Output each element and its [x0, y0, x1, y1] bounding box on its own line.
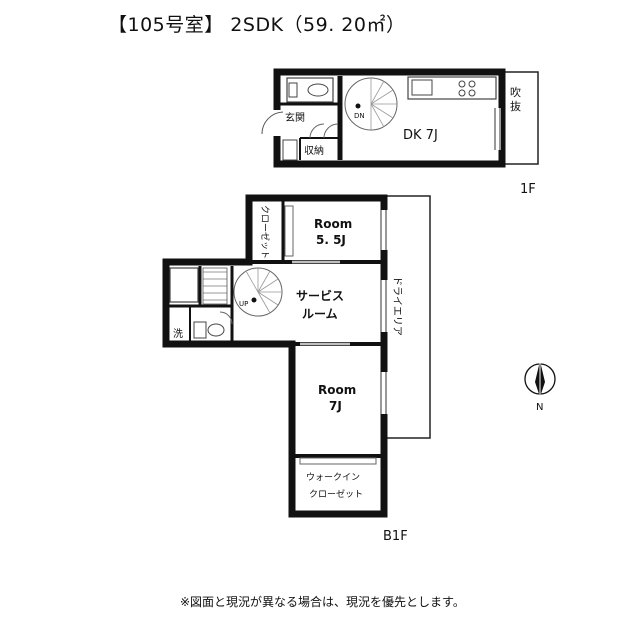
stove-icon [458, 80, 466, 88]
shuno-label: 収納 [304, 144, 324, 157]
shoe-box [282, 139, 298, 161]
floor-1f: DN DK 7J 吹 抜 玄関 収納 1F [261, 68, 539, 197]
room-b-label-2: 7J [329, 399, 342, 413]
toilet-icon [307, 83, 329, 97]
bathtub-icon [169, 267, 199, 303]
closet-door [299, 457, 377, 465]
compass-icon: N [524, 361, 556, 413]
room-a-label-1: Room [314, 217, 352, 231]
service-room-label-2: ルーム [302, 307, 338, 321]
fukinuke-label-2: 抜 [510, 99, 521, 113]
room-a-label-2: 5. 5J [316, 233, 346, 247]
walkin-closet-label-1: ウォークイン [306, 472, 360, 483]
floor-1f-label: 1F [520, 182, 536, 197]
entrance-door-swing [261, 111, 284, 135]
genkan-label: 玄関 [285, 111, 305, 124]
closet-door [284, 205, 294, 257]
toilet-icon [207, 323, 225, 337]
dry-area [383, 195, 431, 439]
wash-label: 洗 [173, 328, 183, 340]
stair-dn-label: DN [354, 112, 365, 120]
kitchen-counter [407, 76, 497, 100]
disclaimer-note: ※図面と現況が異なる場合は、現況を優先とします。 [180, 595, 465, 609]
room-b-label-1: Room [318, 383, 356, 397]
service-room-label-1: サービス [296, 288, 344, 303]
dry-area-label: ドライエリア [391, 276, 403, 336]
walkin-closet-label-2: クローゼット [309, 488, 363, 500]
washbasin-icon [193, 321, 207, 339]
floor-b1f: Room 5. 5J クローゼット サービス ルーム ドライエリア Room 7… [162, 194, 431, 544]
toilet-room [286, 77, 334, 103]
stair-up-label: UP [239, 300, 248, 308]
closet-vertical-label: クローゼット [259, 205, 271, 259]
sink-icon [411, 79, 433, 96]
compass-north-label: N [536, 402, 543, 413]
fukinuke-label-1: 吹 [510, 86, 521, 99]
plan-title: 【105号室】 2SDK（59. 20㎡） [108, 14, 406, 36]
floor-b1f-walls [162, 194, 388, 518]
floor-b1f-label: B1F [383, 529, 408, 544]
room-dk-label: DK 7J [403, 128, 438, 143]
